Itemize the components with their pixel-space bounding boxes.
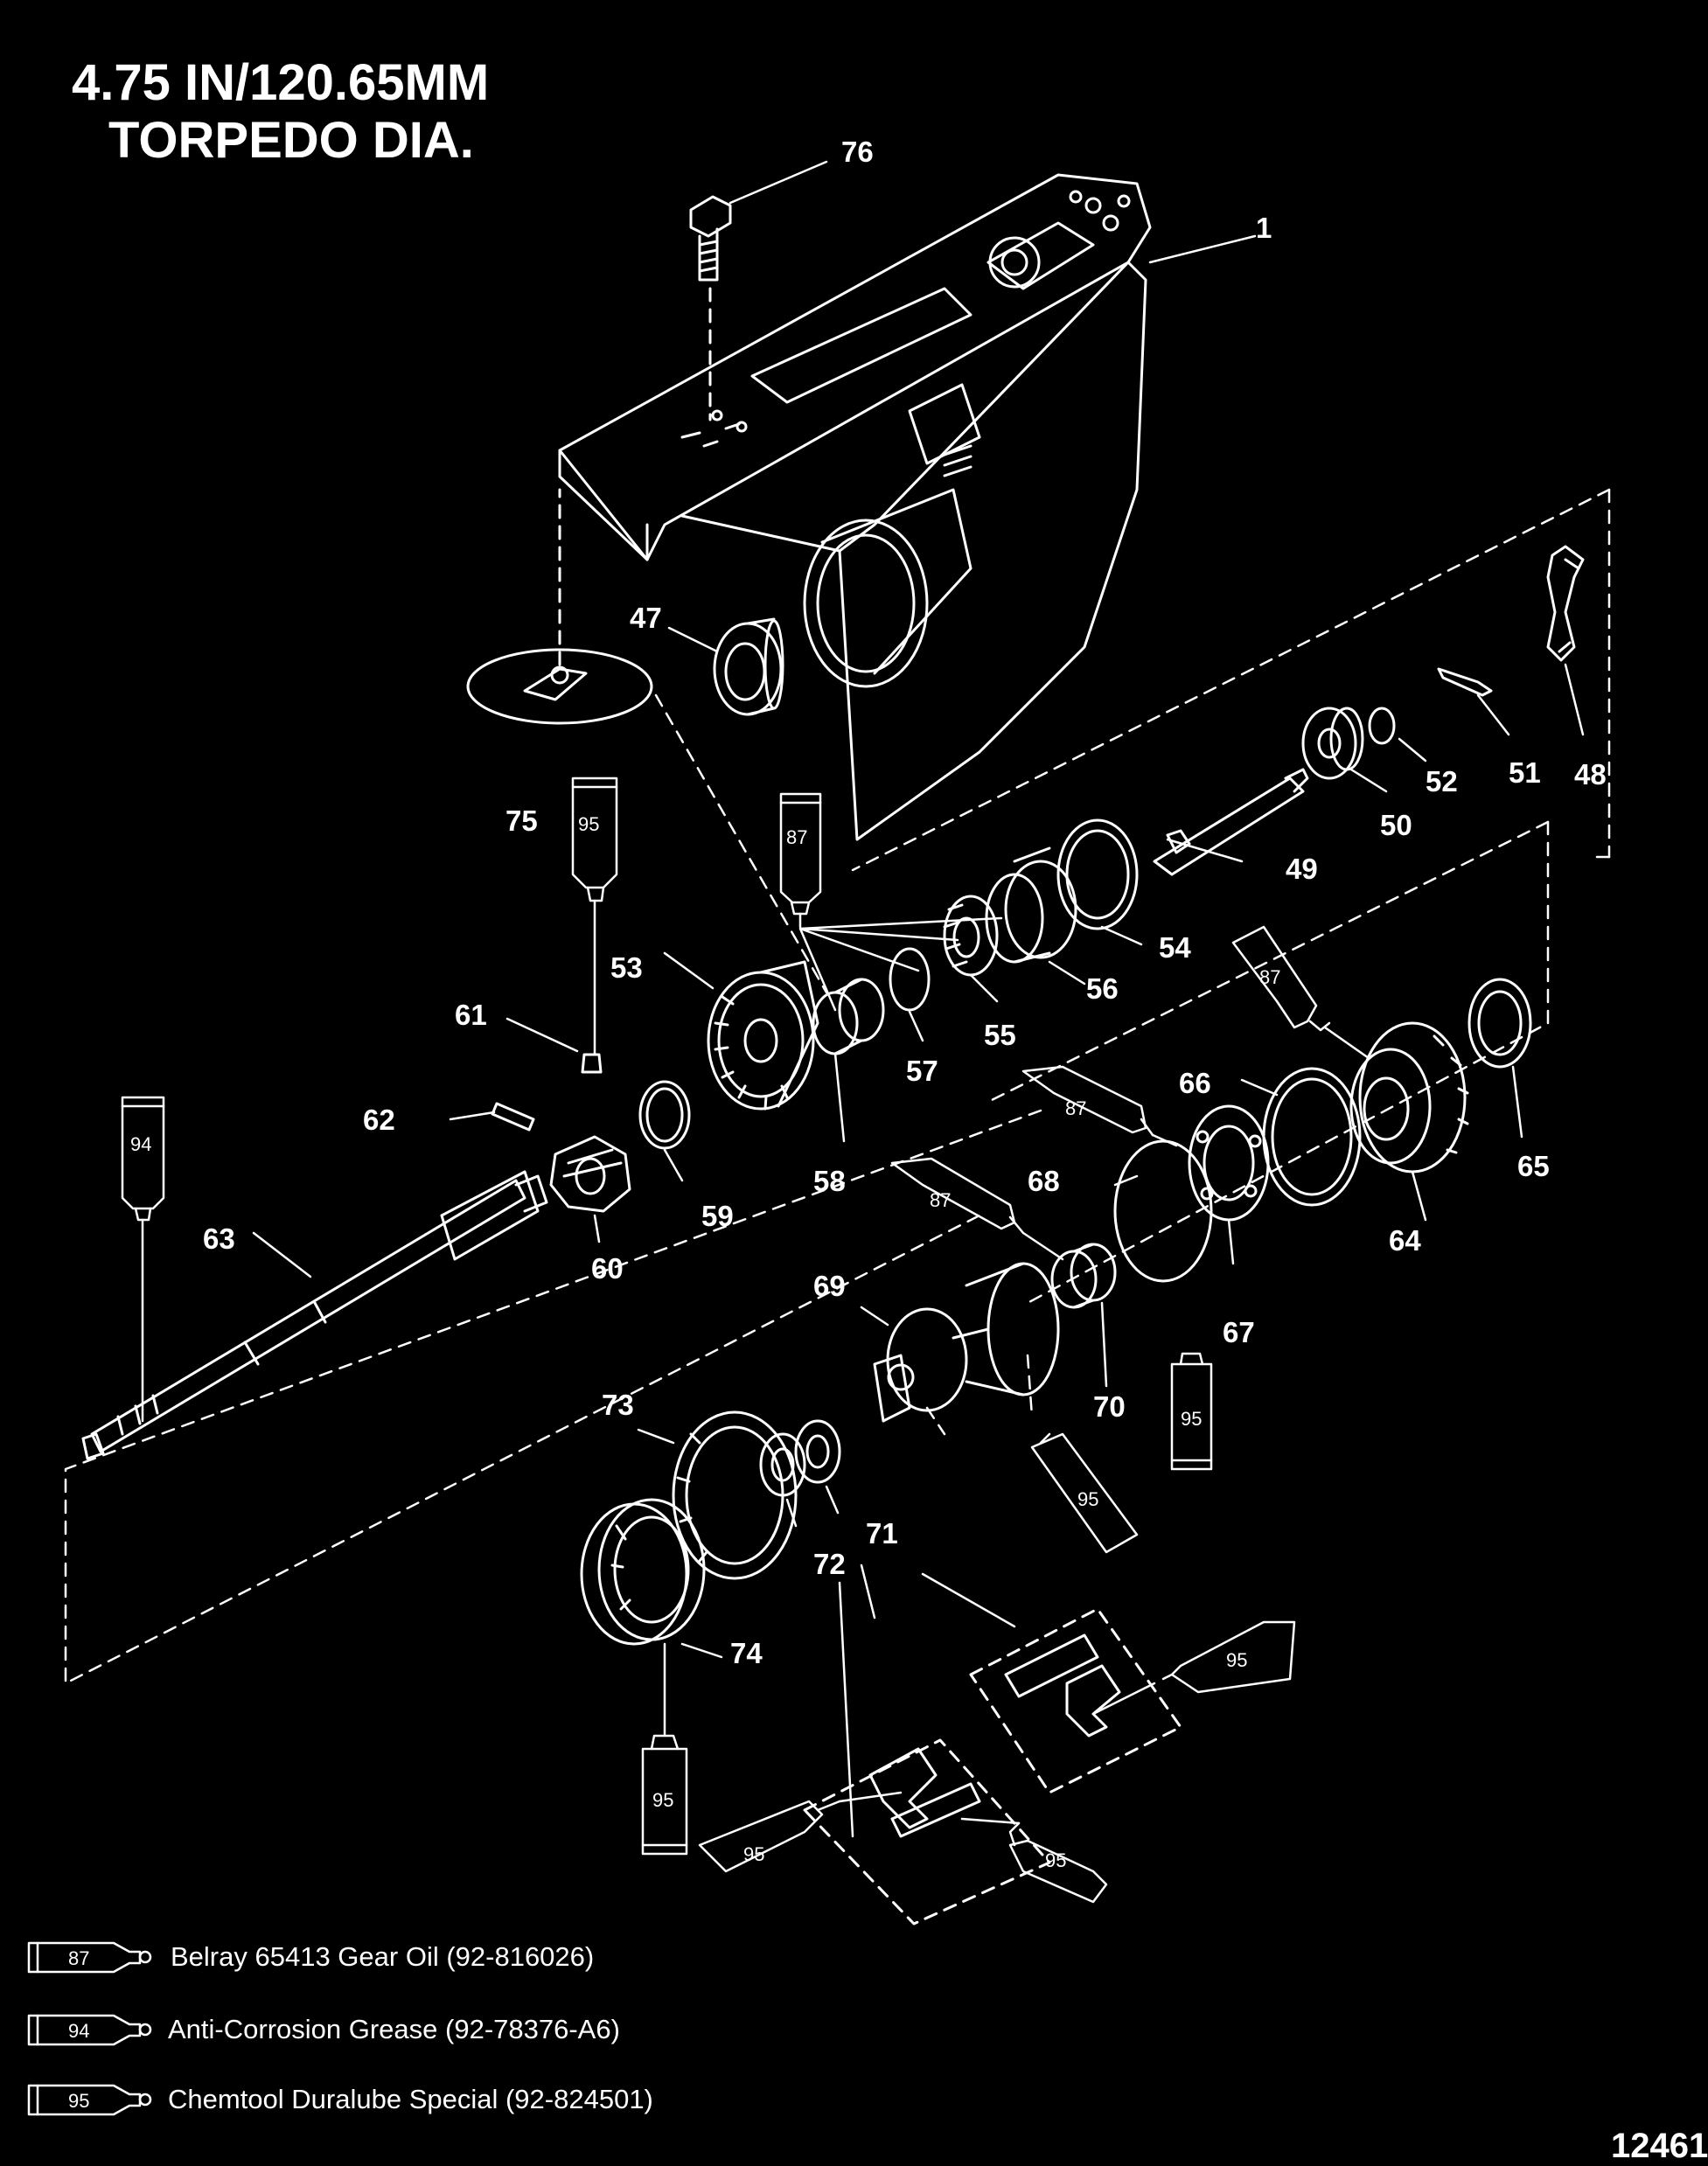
part-label-59: 59 — [701, 1200, 734, 1232]
part-label-64: 64 — [1389, 1224, 1421, 1257]
detail-box-72 — [803, 1738, 1051, 1926]
needle-bearing — [1050, 1243, 1117, 1309]
tube-label-95-d: 95 — [1226, 1649, 1247, 1671]
legend-text-94: Anti-Corrosion Grease (92-78376-A6) — [168, 2014, 620, 2044]
part-label-57: 57 — [906, 1055, 938, 1087]
part-label-1: 1 — [1256, 212, 1272, 244]
part-label-52: 52 — [1426, 765, 1458, 797]
diagram-title: 4.75 IN/120.65MM TORPEDO DIA. — [72, 54, 489, 170]
roller-bearing — [812, 978, 885, 1055]
bearing-carrier — [873, 1262, 1060, 1423]
thrust-washer — [1262, 1067, 1362, 1207]
detail-71-drawing — [1004, 1633, 1121, 1738]
part-label-48: 48 — [1574, 758, 1607, 790]
bearing-race-set — [985, 818, 1139, 964]
part-label-68: 68 — [1028, 1165, 1060, 1197]
forward-gear — [707, 960, 819, 1111]
tube-label-95-b: 95 — [1181, 1408, 1202, 1430]
legend-code-94: 94 — [68, 2020, 89, 2042]
oil-seal — [1467, 978, 1532, 1069]
part-label-70: 70 — [1093, 1390, 1126, 1423]
part-label-49: 49 — [1286, 853, 1318, 885]
propeller-shaft — [81, 1170, 548, 1460]
tube-label-95-a: 95 — [578, 813, 599, 835]
part-label-66: 66 — [1179, 1067, 1211, 1099]
part-label-67: 67 — [1223, 1316, 1255, 1348]
o-ring — [1113, 1139, 1213, 1283]
title-line-1: 4.75 IN/120.65MM — [72, 54, 490, 111]
part-label-51: 51 — [1509, 756, 1541, 789]
part-label-53: 53 — [610, 951, 643, 984]
part-label-72-a: 72 — [813, 1548, 846, 1580]
detent-pin — [581, 1053, 603, 1074]
bolt — [689, 195, 732, 421]
sliding-clutch — [549, 1135, 631, 1213]
detail-72-drawing — [868, 1747, 981, 1838]
tube-shapes — [121, 777, 1370, 1904]
figure-number: 12461 — [1611, 2127, 1708, 2165]
part-label-61: 61 — [455, 999, 487, 1031]
gear-housing — [558, 173, 1152, 841]
part-label-73: 73 — [602, 1389, 634, 1421]
tube-label-87-d: 87 — [930, 1189, 951, 1211]
part-label-60: 60 — [591, 1252, 624, 1285]
part-label-69: 69 — [813, 1270, 846, 1302]
thrust-ring — [638, 1080, 691, 1150]
legend-text-87: Belray 65413 Gear Oil (92-816026) — [171, 1941, 594, 1972]
cover-nut — [580, 1498, 706, 1646]
part-label-63: 63 — [203, 1222, 235, 1255]
detail-box-71 — [969, 1607, 1182, 1794]
part-label-74: 74 — [730, 1637, 763, 1669]
part-label-71-a: 71 — [866, 1517, 898, 1550]
snap-ring — [889, 947, 931, 1012]
legend-code-95: 95 — [68, 2090, 89, 2112]
ball-bearing — [1188, 1104, 1270, 1222]
part-label-50: 50 — [1380, 809, 1412, 841]
part-label-62: 62 — [363, 1104, 395, 1136]
tube-label-95-f: 95 — [743, 1843, 764, 1865]
legend-code-87: 87 — [68, 1947, 89, 1969]
anode-plate — [466, 488, 653, 725]
leader-lines — [252, 160, 1585, 1838]
tube-labels: 95 87 94 87 87 87 95 95 95 95 95 95 — [130, 813, 1280, 1871]
cross-pin — [491, 1102, 535, 1132]
bearing-small-inner — [759, 1432, 806, 1497]
part-label-76: 76 — [841, 136, 874, 168]
tube-label-95-g: 95 — [1045, 1849, 1066, 1871]
tube-label-87-b: 87 — [1259, 966, 1280, 988]
tube-label-95-c: 95 — [1077, 1488, 1098, 1510]
part-label-75: 75 — [505, 804, 538, 837]
housing-seal — [713, 617, 784, 716]
legend-text-95: Chemtool Duralube Special (92-824501) — [168, 2084, 653, 2114]
part-label-55: 55 — [984, 1019, 1016, 1051]
legend: 87 Belray 65413 Gear Oil (92-816026) 94 … — [68, 1941, 653, 2114]
legend-tube-87 — [27, 1941, 152, 1974]
title-line-2: TORPEDO DIA. — [108, 112, 474, 169]
shift-shaft-assembly — [1153, 545, 1585, 876]
tube-label-95-e: 95 — [652, 1789, 673, 1811]
alignment-lines — [64, 488, 1611, 1685]
part-label-56: 56 — [1086, 972, 1119, 1005]
tube-label-87-a: 87 — [786, 826, 807, 848]
part-label-65: 65 — [1517, 1150, 1550, 1182]
tube-label-94: 94 — [130, 1133, 151, 1155]
part-label-47: 47 — [630, 602, 662, 634]
part-labels: 76 1 47 48 51 52 50 49 75 54 53 56 55 61… — [203, 136, 1607, 1669]
bearing-small-outer — [794, 1419, 841, 1484]
legend-tube-94 — [27, 2014, 152, 2046]
part-label-54: 54 — [1159, 931, 1191, 964]
legend-tube-95 — [27, 2084, 152, 2116]
part-label-58: 58 — [813, 1165, 846, 1197]
tube-label-87-c: 87 — [1065, 1097, 1086, 1119]
